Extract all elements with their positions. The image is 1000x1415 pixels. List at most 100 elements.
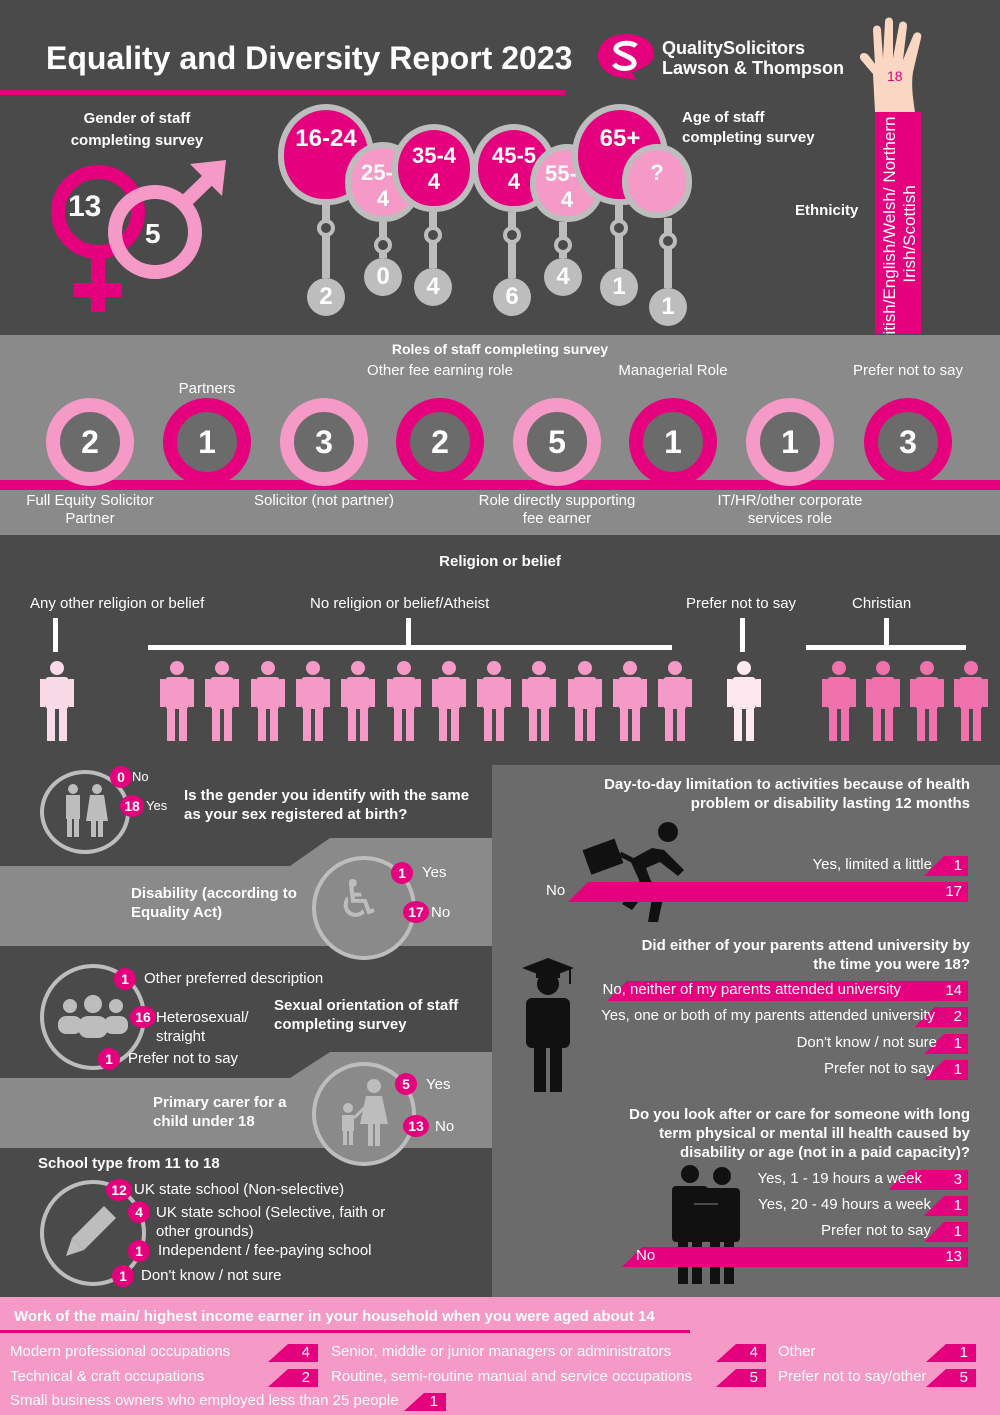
role-label: Role directly supporting fee earner — [478, 492, 636, 527]
parents-uni-heading: Did either of your parents attend univer… — [641, 937, 970, 973]
right-panel — [492, 765, 1000, 1297]
bar-strip — [568, 882, 968, 902]
role-label: IT/HR/other corporate services role — [717, 492, 863, 527]
school-selective-label: UK state school (Selective, faith or oth… — [156, 1204, 386, 1240]
bar-count: 2 — [953, 1008, 962, 1025]
age-balloon-knot — [317, 218, 335, 237]
religion-person-icon — [205, 661, 240, 741]
religion-person-icon — [341, 661, 376, 741]
gender-identity-yes-count: 18 — [120, 795, 144, 817]
bar-count: 3 — [953, 1171, 962, 1188]
age-count: 6 — [493, 278, 531, 316]
bar-label: Yes, one or both of my parents attended … — [601, 1007, 935, 1024]
orientation-heading: Sexual orientation of staff completing s… — [274, 997, 459, 1033]
gender-identity-no-label: No — [132, 769, 149, 784]
school-unknown-count: 1 — [112, 1265, 134, 1287]
religion-person-icon — [250, 661, 285, 741]
income-count: 1 — [959, 1344, 968, 1361]
school-state-count: 12 — [106, 1179, 132, 1201]
age-balloon-knot — [610, 218, 628, 237]
bar-label: Yes, 1 - 19 hours a week — [757, 1170, 922, 1187]
age-balloon-string — [508, 212, 516, 278]
religion-group-label: Prefer not to say — [686, 595, 797, 612]
ethnicity-label: British/English/Welsh/ Northern Irish/Sc… — [880, 116, 919, 352]
age-balloon-string — [664, 217, 672, 288]
age-balloon-label: 45-54 — [491, 143, 537, 195]
carer-heading: Primary carer for a child under 18 — [153, 1094, 287, 1130]
brand-branch: Lawson & Thompson — [662, 58, 844, 78]
role-label: Full Equity Solicitor Partner — [26, 492, 154, 527]
school-selective-count: 4 — [128, 1201, 150, 1223]
ethnicity-count: 18 — [887, 68, 903, 84]
bar-label: Prefer not to say — [823, 1060, 934, 1077]
wheelchair-icon: ♿ — [336, 871, 383, 929]
bar-count: 1 — [953, 1223, 962, 1240]
gender-heading: Gender of staff completing survey — [70, 110, 204, 149]
orientation-hetero-count: 16 — [130, 1006, 156, 1028]
bar-count: 1 — [953, 1197, 962, 1214]
role-label: Managerial Role — [618, 362, 728, 379]
role-ring-count: 3 — [864, 398, 952, 486]
title-underline — [0, 90, 565, 95]
disability-no-label: No — [431, 904, 451, 921]
female-count: 13 — [68, 190, 102, 223]
orientation-prefer-label: Prefer not to say — [128, 1050, 239, 1067]
role-ring-count: 1 — [163, 398, 251, 486]
religion-person-icon — [727, 661, 761, 741]
age-balloon-knot — [374, 235, 392, 254]
school-independent-count: 1 — [128, 1240, 150, 1262]
bar-label: No — [546, 882, 566, 899]
bar-label: Prefer not to say — [820, 1222, 931, 1239]
income-count: 4 — [301, 1344, 310, 1361]
religion-person-icon — [822, 661, 856, 741]
income-label: Prefer not to say/other — [778, 1368, 927, 1385]
income-label: Senior, middle or junior managers or adm… — [331, 1343, 672, 1360]
age-balloon-label: 16-24 — [295, 125, 357, 153]
brand-name: QualitySolicitors — [662, 38, 806, 58]
bar-count: 17 — [945, 883, 962, 900]
age-balloon — [622, 144, 692, 218]
income-label: Other — [778, 1343, 816, 1360]
limitation-heading: Day-to-day limitation to activities beca… — [604, 776, 970, 812]
bar-strip — [607, 981, 968, 1001]
group-icon — [58, 995, 128, 1038]
disability-heading: Disability (according to Equality Act) — [131, 885, 297, 921]
role-label: Other fee earning role — [367, 362, 513, 379]
carer-no-count: 13 — [403, 1115, 429, 1137]
religion-person-icon — [40, 661, 74, 741]
gender-identity-no-count: 0 — [110, 766, 132, 788]
bar-label: Yes, limited a little — [812, 856, 932, 873]
roles-heading: Roles of staff completing survey — [391, 341, 609, 357]
religion-person-icon — [522, 661, 557, 741]
role-ring-count: 5 — [513, 398, 601, 486]
graduate-icon — [522, 958, 574, 1092]
school-unknown-label: Don't know / not sure — [141, 1267, 282, 1284]
brand-logo-icon — [598, 34, 654, 80]
religion-bracket-stem — [740, 618, 745, 652]
income-label: Modern professional occupations — [10, 1343, 231, 1360]
age-count: 1 — [649, 288, 687, 326]
bar-count: 1 — [953, 1061, 962, 1078]
carer-yes-count: 5 — [395, 1073, 417, 1095]
pencil-icon — [66, 1206, 116, 1256]
age-balloon-knot — [554, 235, 572, 254]
age-balloon-knot — [503, 226, 521, 245]
gender-identity-yes-label: Yes — [146, 798, 168, 813]
religion-person-icon — [160, 661, 194, 741]
roles-baseline — [0, 480, 1000, 490]
religion-person-icon — [431, 661, 466, 741]
carer-no-label: No — [435, 1118, 455, 1135]
people-icon — [66, 784, 108, 837]
page-title: Equality and Diversity Report 2023 — [46, 40, 573, 76]
role-ring-count: 2 — [46, 398, 134, 486]
gender-identity-question: Is the gender you identify with the same… — [184, 787, 470, 823]
religion-person-icon — [658, 661, 693, 741]
disability-yes-count: 1 — [391, 862, 413, 884]
religion-person-icon — [295, 661, 330, 741]
bar-label: Yes, 20 - 49 hours a week — [758, 1196, 931, 1213]
income-underline — [0, 1330, 690, 1333]
ethnicity-arm — [875, 112, 921, 334]
religion-heading: Religion or belief — [439, 553, 561, 570]
age-balloon-knot — [424, 226, 442, 245]
religion-bracket-stem — [53, 618, 58, 652]
